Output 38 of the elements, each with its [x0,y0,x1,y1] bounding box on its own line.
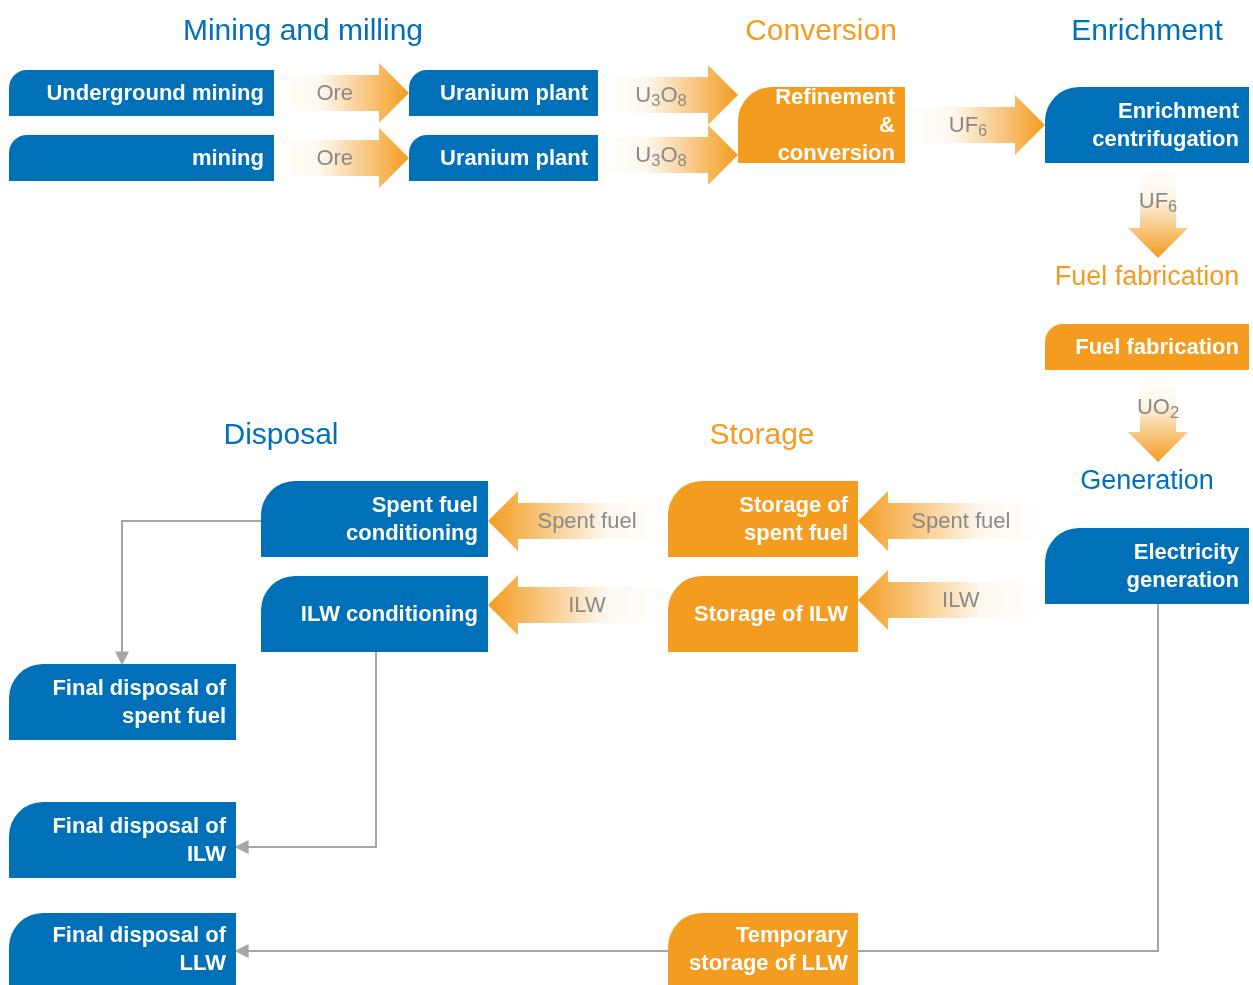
box-label: Storage of ILW [694,600,848,628]
edge-label: U$_{3}$O$_{8}$ [635,82,687,108]
box-label: Final disposal of LLW [51,921,226,977]
edge-label: ILW [942,587,980,613]
box-label: Spent fuel conditioning [345,491,478,547]
edge-label: Ore [316,80,354,106]
edge-label: UF$_{6}$ [948,112,988,138]
box-label: mining [191,144,264,172]
section-heading: Disposal [223,416,339,452]
edge-label: Spent fuel [537,508,637,534]
box-label: Final disposal of spent fuel [51,674,226,730]
section-heading: Generation [1080,464,1214,497]
section-heading: Fuel fabrication [1054,260,1240,293]
edge-label: Ore [316,145,354,171]
box-label: Final disposal of ILW [51,812,226,868]
box-label: Temporary storage of LLW [688,921,848,977]
section-heading: Conversion [745,12,897,48]
box-label: Underground mining [46,79,264,107]
connector-arrow [234,651,377,854]
box-label: Uranium plant [440,144,588,172]
edge-label: Spent fuel [911,508,1011,534]
connector-arrow [234,944,669,958]
box-label: Electricity generation [1125,538,1239,594]
edge-label: UF$_{6}$ [1138,188,1178,214]
edge-label: U$_{3}$O$_{8}$ [635,142,687,168]
box-label: Fuel fabrication [1075,333,1239,361]
box-label: Storage of spent fuel [738,491,848,547]
section-heading: Mining and milling [182,12,424,48]
section-heading: Enrichment [1071,12,1223,48]
box-label: Uranium plant [440,79,588,107]
box-label: Refinement & conversion [774,83,895,167]
section-heading: Storage [709,416,815,452]
edge-label: ILW [568,592,606,618]
connector-arrow [115,520,262,666]
connector-line [857,603,1159,952]
box-label: ILW conditioning [300,600,478,628]
edge-label: UO$_{2}$ [1136,393,1180,420]
box-label: Enrichment centrifugation [1091,97,1239,153]
